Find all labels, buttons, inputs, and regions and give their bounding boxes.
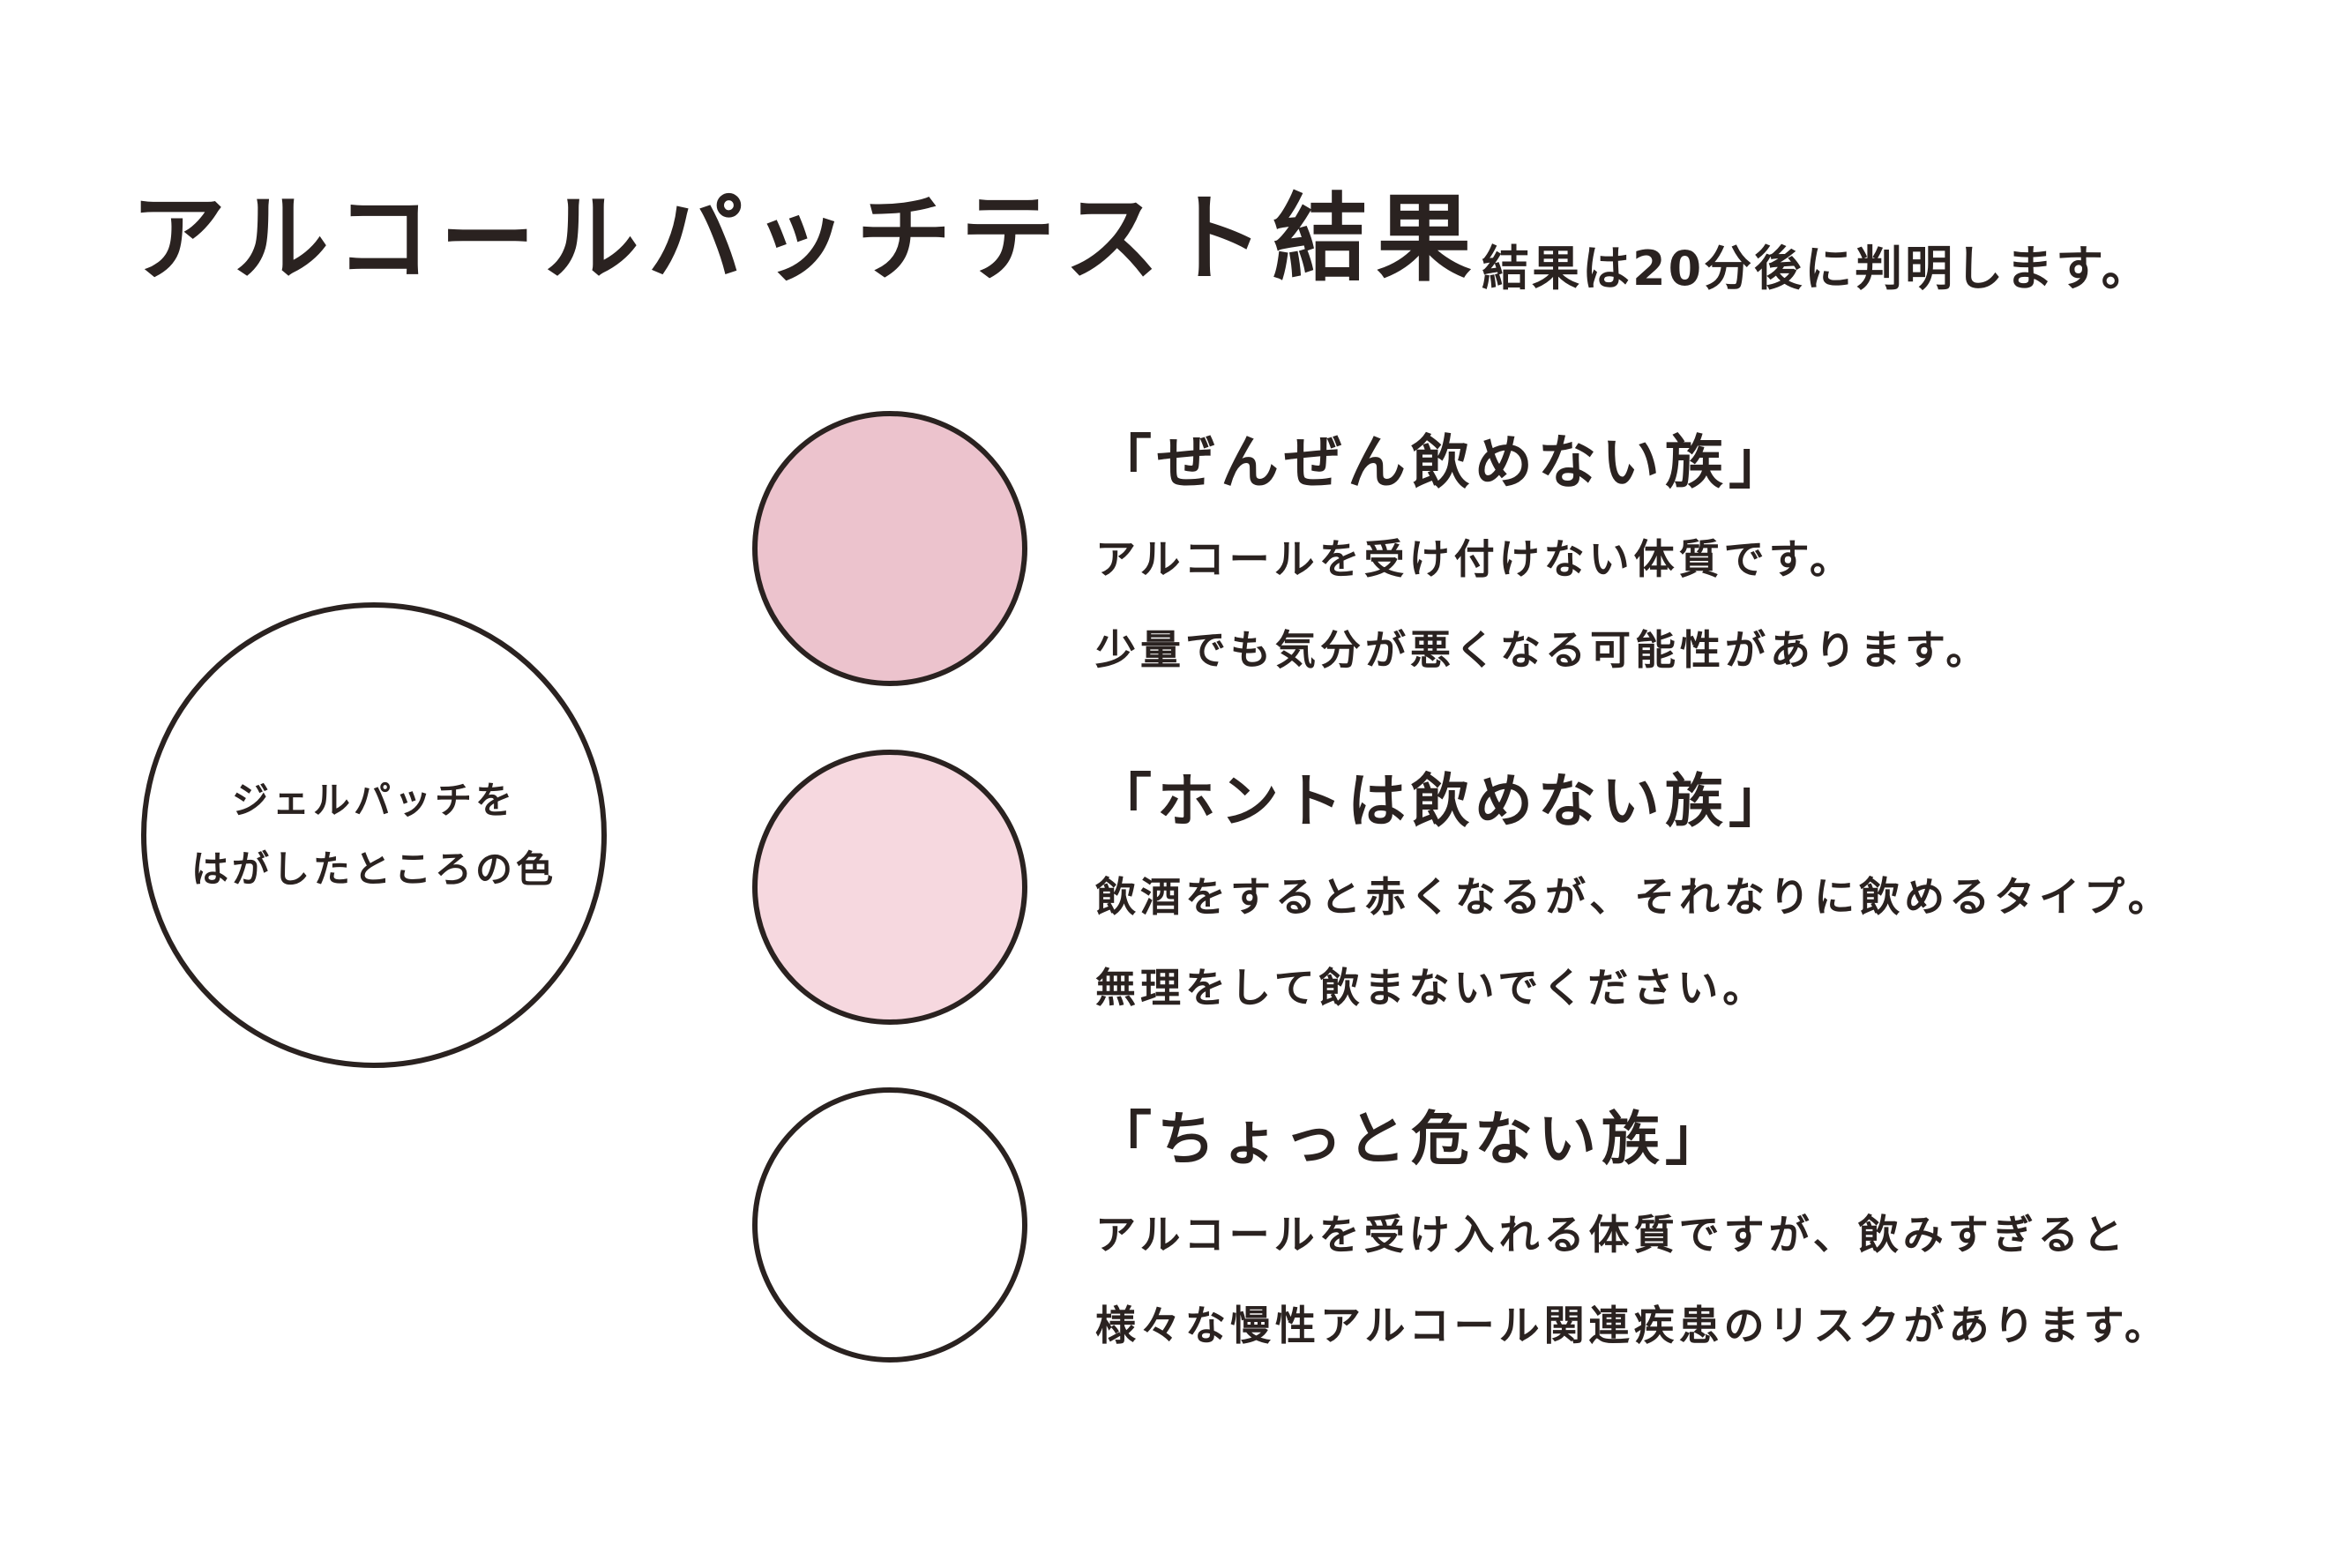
- result-title-1: 「ぜんぜん飲めない族」: [1094, 429, 1792, 497]
- gel-patch-circle: ジェルパッチを はがしたところの色: [141, 602, 607, 1068]
- page-title: アルコールパッチテスト結果: [131, 184, 1481, 295]
- result-description-3: アルコールを受け入れる体質ですが、飲みすぎると 様々な慢性アルコール関連疾患のリ…: [1095, 1190, 2169, 1371]
- color-swatch-light-pink: [752, 750, 1027, 1025]
- result-2-line-2: 無理をして飲まないでください。: [1095, 964, 1768, 1012]
- gel-label-line-2: はがしたところの色: [190, 847, 556, 891]
- gel-label-line-1: ジェルパッチを: [231, 779, 516, 822]
- color-swatch-deep-pink: [752, 411, 1027, 686]
- page-subtitle: 結果は20分後に判明します。: [1482, 241, 2152, 296]
- result-3-line-2: 様々な慢性アルコール関連疾患のリスクがあります。: [1095, 1302, 2170, 1349]
- result-3-line-1: アルコールを受け入れる体質ですが、飲みすぎると: [1095, 1211, 2128, 1258]
- color-swatch-white: [752, 1087, 1027, 1363]
- result-2-line-1: 飲酒をすると赤くなるが、それなりに飲めるタイプ。: [1095, 873, 2173, 921]
- result-title-3: 「ちょっと危ない族」: [1094, 1105, 1729, 1173]
- result-description-1: アルコールを受け付けない体質です。 少量でも気分が悪くなる可能性があります。: [1095, 514, 1990, 696]
- result-1-line-1: アルコールを受け付けない体質です。: [1095, 535, 1855, 583]
- result-description-2: 飲酒をすると赤くなるが、それなりに飲めるタイプ。 無理をして飲まないでください。: [1095, 852, 2173, 1034]
- result-title-2: 「ホントは飲めない族」: [1094, 767, 1792, 835]
- result-1-line-2: 少量でも気分が悪くなる可能性があります。: [1095, 626, 1991, 674]
